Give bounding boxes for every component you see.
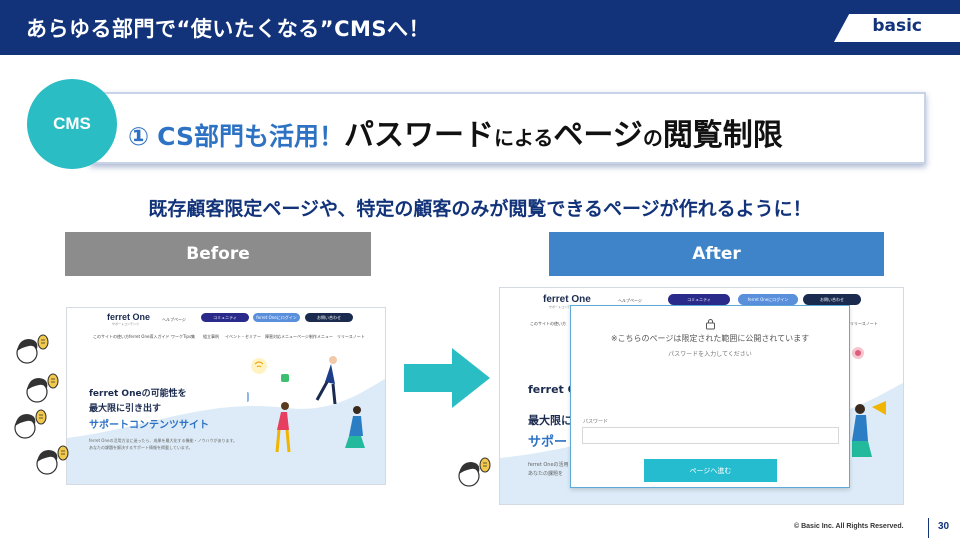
modal-message: ※こちらのページは限定された範囲に公開されています (610, 334, 810, 343)
password-label: パスワード (583, 419, 609, 425)
footer-divider (928, 518, 929, 538)
nav-item[interactable]: 障害対応メニュー (265, 334, 297, 339)
headline-no: の (642, 126, 663, 150)
help-link[interactable]: ヘルプページ (162, 317, 186, 322)
modal-instruction: パスワードを入力してください (668, 351, 752, 358)
ferret-logo: ferret One (543, 294, 591, 305)
after-label: After (549, 232, 884, 276)
headline-cs: CS部門も活用！ (157, 122, 344, 151)
nav-item[interactable]: ワークTips集 (171, 334, 196, 339)
password-input[interactable] (582, 427, 839, 444)
nav-item[interactable]: イベント・セミナー (225, 334, 261, 339)
headline-limit: 閲覧制限 (662, 118, 783, 153)
headline-password: パスワード (344, 118, 494, 153)
login-button[interactable]: ferret Oneにログイン (253, 313, 300, 322)
hero-illustration (247, 356, 365, 453)
community-button[interactable]: コミュニティ (668, 294, 730, 305)
before-screenshot: ferret One サポートコンテンツ ヘルプページ コミュニティ ferre… (66, 307, 386, 485)
logo-box (834, 14, 960, 42)
nav-item[interactable]: このサイトの使い方 (530, 321, 566, 326)
arrow-right-icon (404, 348, 490, 408)
community-button[interactable]: コミュニティ (201, 313, 249, 322)
hero-line1: ferret O (528, 383, 577, 396)
person-icon (36, 445, 69, 475)
contact-button[interactable]: お問い合わせ (305, 313, 353, 322)
hero-line2: 最大限に引き出す (89, 404, 162, 414)
hero-line2: 最大限に (528, 414, 572, 427)
login-button[interactable]: ferret Oneにログイン (738, 294, 798, 305)
top-bar: あらゆる部門で“使いたくなる”CMSへ！ (0, 0, 960, 55)
hero-line1: ferret Oneの可能性を (89, 389, 187, 399)
password-modal: ※こちらのページは限定された範囲に公開されています パスワードを入力してください… (570, 305, 850, 488)
nav-item[interactable]: このサイトの使い方 (93, 334, 129, 339)
hero-desc1: ferret Oneの活用 (528, 462, 569, 468)
go-to-page-button[interactable]: ページへ進む (644, 459, 777, 482)
hero-illustration (852, 347, 886, 457)
help-link[interactable]: ヘルプページ (618, 298, 642, 303)
person-icon (16, 334, 49, 364)
hero-line3: サポートコンテンツサイト (89, 420, 209, 431)
basic-logo: basic (872, 16, 922, 36)
copyright: © Basic Inc. All Rights Reserved. (794, 523, 904, 530)
hero-desc1: ferret Oneの活用方法に迷ったら、成果を最大化する機能・ノウハウがありま… (89, 438, 238, 443)
person-icon (26, 373, 59, 403)
contact-button[interactable]: お問い合わせ (803, 294, 861, 305)
page-number: 30 (938, 521, 950, 532)
hero-wave (67, 379, 385, 484)
ferret-logo-sub: サポートコンテンツ (549, 305, 577, 309)
nav-item[interactable]: ページ制作メニュー (297, 334, 333, 339)
before-label: Before (65, 232, 371, 276)
headline-number: ① (128, 122, 150, 151)
nav-item[interactable]: リリースノート (850, 321, 878, 326)
person-icon (458, 457, 491, 487)
cms-badge: CMS (27, 79, 117, 169)
person-icon (14, 409, 47, 439)
hero-line3: サポー (528, 435, 568, 450)
subtitle: 既存顧客限定ページや、特定の顧客のみが閲覧できるページが作れるように！ (148, 198, 812, 220)
hero-desc2: あなたの課題を (528, 471, 564, 477)
hero-desc2: あなたの課題を解決するサポート情報を掲載しています。 (89, 445, 193, 450)
slide-title: あらゆる部門で“使いたくなる”CMSへ！ (26, 17, 431, 41)
nav-item[interactable]: リリースノート (337, 334, 365, 339)
lock-icon (706, 319, 715, 330)
ferret-logo-sub: サポートコンテンツ (112, 322, 140, 326)
headline-box (90, 92, 926, 164)
nav-item[interactable]: 組立事例 (203, 334, 219, 339)
ferret-logo: ferret One (107, 312, 151, 322)
headline: ① CS部門も活用！ パスワード による ページ の 閲覧制限 (128, 110, 783, 154)
nav-item[interactable]: ferret One導入ガイド (129, 334, 170, 339)
headline-niyoru: による (494, 126, 554, 150)
headline-page: ページ (553, 118, 643, 153)
